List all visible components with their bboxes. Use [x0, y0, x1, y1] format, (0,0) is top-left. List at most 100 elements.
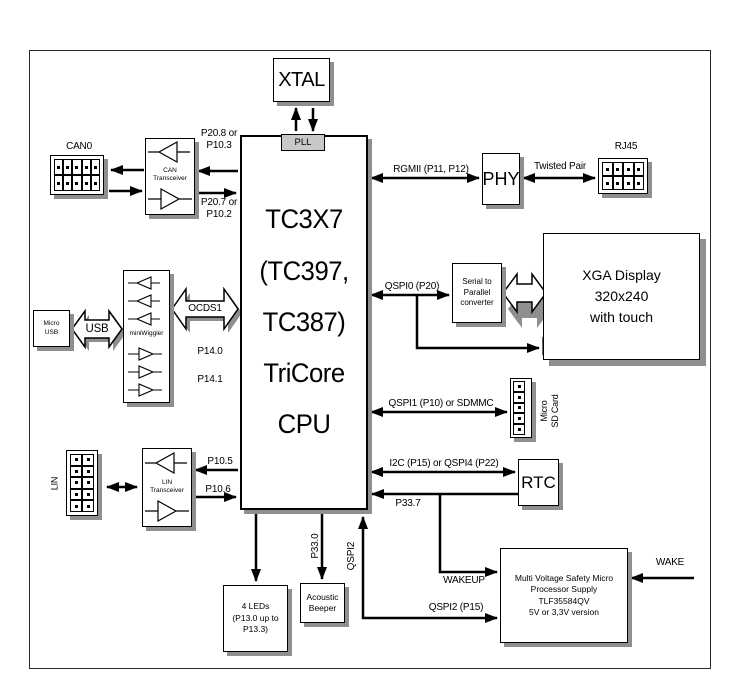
- p33-7-label: P33.7: [395, 498, 421, 509]
- pin-dot: [84, 165, 88, 169]
- micro-usb-block: Micro USB: [33, 310, 70, 347]
- pin: [90, 159, 100, 175]
- can-transceiver-block: CAN Transceiver: [145, 138, 195, 215]
- pin-dot: [66, 181, 70, 185]
- rj45-label: RJ45: [614, 141, 638, 152]
- pin: [513, 424, 525, 435]
- pin: [63, 159, 73, 175]
- pin: [70, 465, 82, 478]
- pin-dot: [74, 504, 78, 508]
- can0-connector: [50, 155, 104, 195]
- can0-pin-grid: [54, 159, 100, 191]
- display-label: XGA Display 320x240 with touch: [582, 267, 661, 325]
- pin: [82, 477, 94, 489]
- phy-label: PHY: [482, 168, 520, 189]
- pin-dot: [626, 167, 630, 171]
- p14-0-label: P14.0: [197, 346, 223, 357]
- pin-dot: [626, 181, 630, 185]
- pin: [602, 176, 613, 190]
- pin: [513, 402, 525, 414]
- rj45-pin-grid: [602, 162, 644, 190]
- pin-dot: [605, 181, 609, 185]
- pin: [82, 454, 94, 466]
- p10-5-label: P10.5: [207, 456, 233, 467]
- pin: [72, 159, 82, 175]
- lin-label: LIN: [49, 476, 60, 491]
- pin: [82, 500, 94, 512]
- xga-display-block: XGA Display 320x240 with touch: [543, 233, 700, 360]
- pin: [623, 162, 634, 176]
- pin-dot: [74, 493, 78, 497]
- pin-dot: [517, 406, 521, 410]
- twisted-pair-label: Twisted Pair: [533, 161, 587, 172]
- pin: [81, 175, 91, 191]
- pin-dot: [74, 469, 78, 473]
- pin: [70, 500, 82, 512]
- pin: [70, 477, 82, 489]
- pin-dot: [517, 395, 521, 399]
- pin: [612, 176, 623, 190]
- pin-dot: [86, 481, 90, 485]
- pin: [82, 465, 94, 478]
- pin: [90, 175, 100, 191]
- cpu-label: TC3X7 (TC397, TC387) TriCore CPU: [259, 204, 349, 440]
- can0-label: CAN0: [66, 141, 92, 152]
- rtc-label: RTC: [521, 472, 556, 492]
- sd-card-label: Micro SD Card: [539, 394, 560, 428]
- can-transceiver-label: CAN Transceiver: [153, 167, 187, 183]
- qspi2-p15-label: QSPI2 (P15): [428, 602, 484, 613]
- usb-label: USB: [85, 323, 109, 335]
- pin: [72, 175, 82, 191]
- opamp-icons: [145, 451, 189, 523]
- pin: [513, 413, 525, 425]
- pin-dot: [605, 167, 609, 171]
- xtal-block: XTAL: [273, 58, 330, 102]
- lin-transceiver-label: LIN Transceiver: [150, 479, 184, 495]
- pin-dot: [93, 181, 97, 185]
- pin-dot: [86, 469, 90, 473]
- pin: [612, 162, 623, 176]
- pin-dot: [66, 165, 70, 169]
- wakeup-label: WAKEUP: [443, 575, 485, 586]
- pin-dot: [517, 384, 521, 388]
- wake-label: WAKE: [655, 557, 685, 568]
- cpu-block: TC3X7 (TC397, TC387) TriCore CPU: [240, 135, 368, 510]
- converter-label: Serial to Parallel converter: [460, 277, 494, 308]
- p33-0-label: P33.0: [309, 533, 321, 559]
- xtal-label: XTAL: [278, 68, 325, 91]
- pll-block: PLL: [281, 134, 325, 151]
- pin-dot: [86, 458, 90, 462]
- pin: [70, 488, 82, 501]
- leds-block: 4 LEDs (P13.0 up to P13.3): [223, 585, 288, 652]
- qspi0-label: QSPI0 (P20): [384, 281, 440, 292]
- ocds1-label: OCDS1: [188, 303, 222, 314]
- micro-usb-label: Micro USB: [43, 320, 60, 336]
- pin: [633, 162, 644, 176]
- pin-dot: [637, 181, 641, 185]
- miniwiggler-block: miniWiggler: [123, 270, 170, 403]
- pin: [63, 175, 73, 191]
- qspi2-label: QSPI2: [345, 541, 357, 571]
- pin: [602, 162, 613, 176]
- p10-6-label: P10.6: [205, 484, 231, 495]
- beeper-label: Acoustic Beeper: [306, 591, 339, 613]
- sd-pin-grid: [513, 381, 525, 435]
- pin-dot: [75, 165, 79, 169]
- pin: [82, 488, 94, 501]
- phy-block: PHY: [482, 153, 520, 205]
- pin: [513, 391, 525, 403]
- diagram-border: [29, 50, 711, 669]
- lin-pin-grid: [70, 454, 94, 512]
- pin-dot: [616, 167, 620, 171]
- pin: [513, 381, 525, 392]
- pin-dot: [84, 181, 88, 185]
- rgmii-label: RGMII (P11, P12): [393, 164, 469, 175]
- pin-dot: [86, 493, 90, 497]
- supply-label: Multi Voltage Safety Micro Processor Sup…: [514, 572, 614, 617]
- pin-dot: [93, 165, 97, 169]
- power-supply-block: Multi Voltage Safety Micro Processor Sup…: [500, 548, 628, 643]
- beeper-block: Acoustic Beeper: [300, 583, 345, 623]
- pin-dot: [517, 417, 521, 421]
- pin-dot: [75, 181, 79, 185]
